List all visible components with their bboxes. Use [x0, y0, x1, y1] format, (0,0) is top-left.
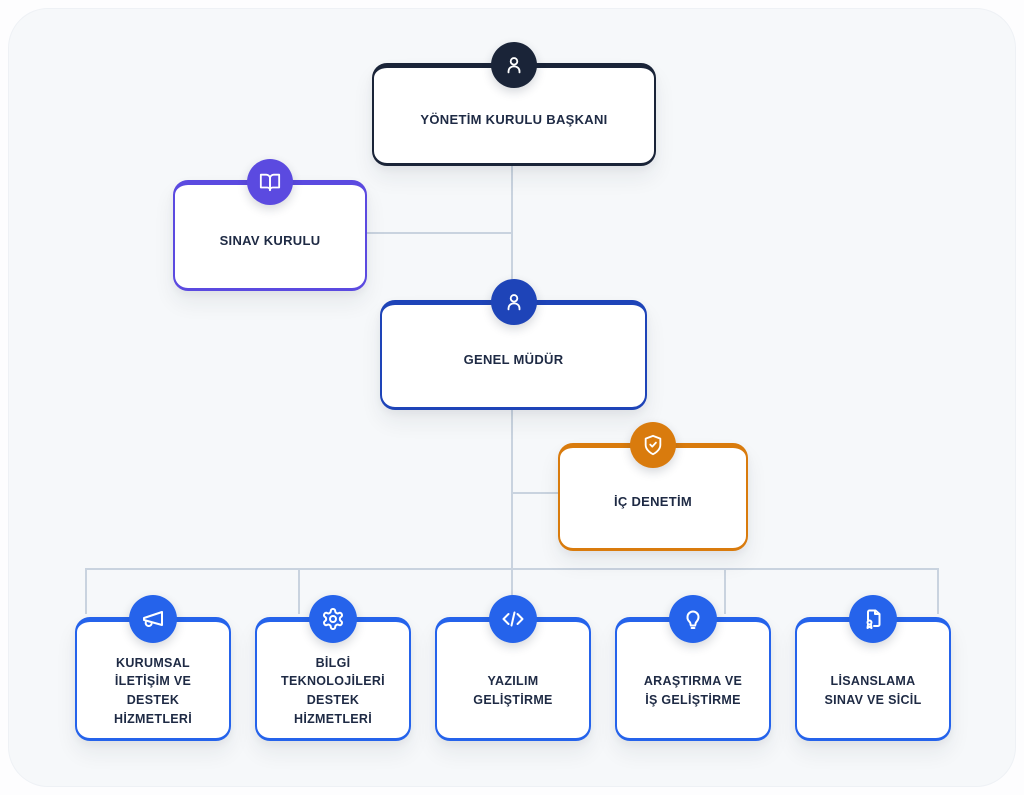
connector-chairman-to-gm: [511, 158, 513, 304]
node-label: ARAŞTIRMA VE İŞ GELİŞTİRME: [643, 674, 743, 707]
connector-drop-2: [298, 568, 300, 614]
lightbulb-icon: [669, 595, 717, 643]
person-icon: [490, 279, 537, 325]
node-exam-board[interactable]: SINAV KURULU: [173, 159, 367, 291]
node-dept-kurumsal-iletisim[interactable]: KURUMSAL İLETİŞİM VE DESTEK HİZMETLERİ: [75, 595, 231, 741]
certificate-icon: [849, 595, 897, 643]
node-dept-yazilim-gelistirme[interactable]: YAZILIM GELİŞTİRME: [435, 595, 591, 741]
node-dept-arastirma-gelistirme[interactable]: ARAŞTIRMA VE İŞ GELİŞTİRME: [615, 595, 771, 741]
connector-rail: [85, 568, 939, 570]
connector-internal-audit: [512, 492, 558, 494]
connector-drop-5: [937, 568, 939, 614]
node-label: YAZILIM GELİŞTİRME: [473, 674, 553, 707]
code-icon: [489, 595, 537, 643]
node-dept-lisanslama-sinav-sicil[interactable]: LİSANSLAMA SINAV VE SİCİL: [795, 595, 951, 741]
node-label: GENEL MÜDÜR: [463, 352, 564, 368]
node-label: İÇ DENETİM: [613, 494, 693, 510]
connector-drop-1: [85, 568, 87, 614]
node-label: BİLGİ TEKNOLOJİLERİ DESTEK HİZMETLERİ: [281, 655, 385, 726]
connector-exam-board: [363, 232, 513, 234]
node-label: KURUMSAL İLETİŞİM VE DESTEK HİZMETLERİ: [114, 655, 192, 726]
node-label: YÖNETİM KURULU BAŞKANI: [420, 111, 608, 127]
person-icon: [491, 42, 537, 88]
node-general-manager[interactable]: GENEL MÜDÜR: [380, 279, 647, 410]
megaphone-icon: [129, 595, 177, 643]
connector-drop-4: [724, 568, 726, 614]
node-chairman[interactable]: YÖNETİM KURULU BAŞKANI: [372, 42, 656, 166]
node-label: SINAV KURULU: [219, 232, 321, 248]
node-internal-audit[interactable]: İÇ DENETİM: [558, 422, 748, 551]
connector-gm-to-rail: [511, 402, 513, 617]
open-book-icon: [247, 159, 293, 205]
node-label: LİSANSLAMA SINAV VE SİCİL: [824, 674, 922, 707]
gear-icon: [309, 595, 357, 643]
shield-check-icon: [630, 422, 676, 468]
node-dept-bilgi-teknolojileri[interactable]: BİLGİ TEKNOLOJİLERİ DESTEK HİZMETLERİ: [255, 595, 411, 741]
